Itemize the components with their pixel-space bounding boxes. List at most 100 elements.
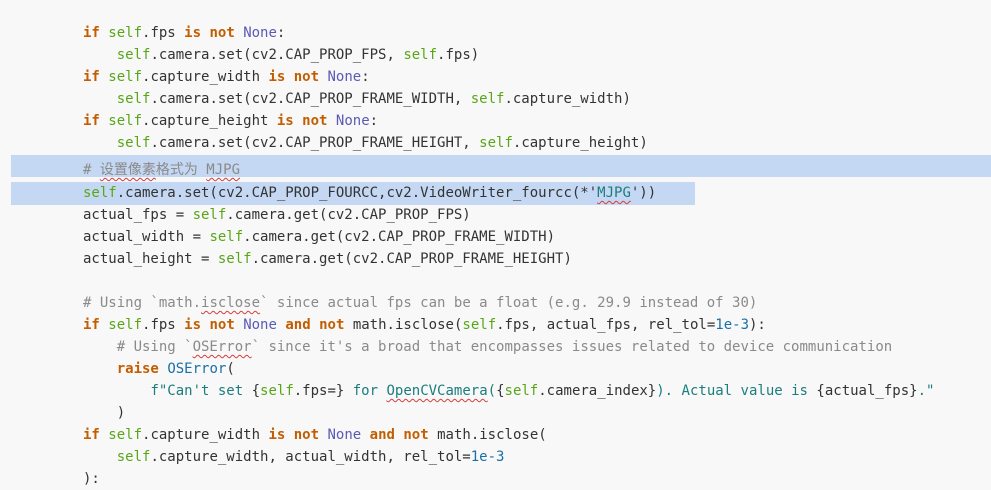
code-token: .fps [142, 317, 185, 333]
code-token: math.isclose( [344, 317, 463, 333]
code-token: for [344, 383, 387, 399]
code-line[interactable]: # Using `math.isclose` since actual fps … [0, 292, 991, 314]
code-token: { [251, 383, 261, 399]
code-token [83, 339, 117, 355]
code-token: 1e-3 [470, 449, 505, 465]
code-token: None [327, 427, 362, 443]
code-token: None [335, 113, 370, 129]
code-token: None [243, 25, 277, 41]
code-token: .camera.get(cv2.CAP_PROP_FPS) [226, 207, 471, 223]
code-token: raise [116, 361, 159, 377]
code-token: is [268, 69, 286, 85]
code-token: : [369, 113, 379, 129]
code-token: .camera.set(cv2.CAP_PROP_FRAME_HEIGHT, [150, 135, 480, 151]
code-token: self [504, 383, 539, 399]
code-token: .capture_width [142, 427, 269, 443]
code-token: None [243, 317, 277, 333]
code-line[interactable]: actual_width = self.camera.get(cv2.CAP_P… [0, 226, 991, 248]
code-line-text: self.camera.set(cv2.CAP_PROP_FRAME_WIDTH… [83, 88, 631, 110]
code-line-text: if self.fps is not None and not math.isc… [83, 314, 766, 336]
code-line-text: # Using `OSError` since it's a broad tha… [83, 336, 892, 358]
code-token [327, 113, 335, 129]
code-token: not [319, 317, 345, 333]
code-token [235, 317, 243, 333]
code-token: actual_height = [83, 251, 218, 267]
code-token: if [83, 317, 100, 333]
code-token: self [470, 91, 505, 107]
code-token: : [361, 69, 370, 85]
code-line[interactable]: self.capture_width, actual_width, rel_to… [0, 446, 991, 468]
code-line[interactable] [0, 270, 991, 292]
code-token: self [116, 47, 151, 63]
code-line[interactable]: self.camera.set(cv2.CAP_PROP_FPS, self.f… [0, 44, 991, 66]
code-token: # Using `math. [83, 295, 202, 311]
code-token: OSError [192, 339, 252, 355]
code-token: .capture_width, actual_width, rel_tol= [150, 449, 471, 465]
code-token: : [276, 25, 286, 41]
code-line-text: self.camera.set(cv2.CAP_PROP_FPS, self.f… [83, 44, 479, 66]
code-token: self [108, 25, 143, 41]
code-token [294, 113, 302, 129]
code-line[interactable]: self.camera.set(cv2.CAP_PROP_FRAME_WIDTH… [0, 88, 991, 110]
code-line-text: if self.capture_width is not None and no… [83, 424, 547, 446]
code-line[interactable]: # 设置像素格式为 MJPG [0, 159, 991, 181]
code-line[interactable]: if self.fps is not None and not math.isc… [0, 314, 991, 336]
code-token [285, 427, 293, 443]
code-token [235, 25, 243, 41]
code-token: .fps) [437, 47, 480, 63]
code-line-text: # Using `math.isclose` since actual fps … [83, 292, 757, 314]
code-token: # Using ` [116, 339, 193, 355]
code-token: .capture_height) [512, 135, 648, 151]
code-line[interactable]: actual_height = self.camera.get(cv2.CAP_… [0, 248, 991, 270]
selection-highlight [11, 182, 695, 205]
code-line[interactable]: actual_fps = self.camera.get(cv2.CAP_PRO… [0, 204, 991, 226]
code-line-text: raise OSError( [83, 358, 235, 380]
code-token: { [496, 383, 505, 399]
code-token [83, 47, 117, 63]
code-token: ')) [630, 185, 657, 201]
code-token: ): [83, 471, 100, 487]
code-token: MJPG [597, 185, 631, 201]
code-line-text: self.camera.set(cv2.CAP_PROP_FOURCC,cv2.… [83, 182, 656, 204]
code-token: . [917, 383, 926, 399]
code-line-text: actual_width = self.camera.get(cv2.CAP_P… [83, 226, 555, 248]
code-token: 1e-3 [715, 317, 749, 333]
code-line[interactable]: # Using `OSError` since it's a broad tha… [0, 336, 991, 358]
code-line[interactable]: if self.capture_width is not None: [0, 66, 991, 88]
code-line[interactable]: f"Can't set {self.fps=} for OpenCVCamera… [0, 380, 991, 402]
code-line[interactable]: if self.capture_height is not None: [0, 110, 991, 132]
code-token: is [276, 113, 294, 129]
code-token: if [83, 25, 100, 41]
code-line-text: self.capture_width, actual_width, rel_to… [83, 446, 505, 468]
code-line[interactable]: ) [0, 402, 991, 424]
code-line-text: ): [83, 468, 100, 490]
code-token: is [184, 25, 202, 41]
code-token: math.isclose( [428, 427, 547, 443]
code-line[interactable]: if self.capture_width is not None and no… [0, 424, 991, 446]
code-token: is [268, 427, 286, 443]
code-line[interactable]: ): [0, 468, 991, 490]
code-token: .camera.set(cv2.CAP_PROP_FRAME_WIDTH, [150, 91, 471, 107]
code-token: self [116, 91, 151, 107]
code-token: .camera.set(cv2.CAP_PROP_FOURCC,cv2.Vide… [116, 185, 598, 201]
code-line[interactable]: self.camera.set(cv2.CAP_PROP_FOURCC,cv2.… [0, 182, 991, 204]
code-line[interactable]: raise OSError( [0, 358, 991, 380]
code-token: self [260, 383, 294, 399]
code-token: ( [226, 361, 235, 377]
code-token: .camera_index} [538, 383, 657, 399]
code-token: and [285, 317, 311, 333]
code-token: .capture_height [142, 113, 277, 129]
code-line-text: ) [83, 402, 125, 424]
code-token [83, 91, 117, 107]
code-line-text: actual_height = self.camera.get(cv2.CAP_… [83, 248, 572, 270]
code-token: if [83, 113, 100, 129]
code-line-text: if self.capture_width is not None: [83, 66, 370, 88]
code-line[interactable]: if self.fps is not None: [0, 22, 991, 44]
code-line[interactable]: self.camera.set(cv2.CAP_PROP_FRAME_HEIGH… [0, 132, 991, 154]
code-token: .fps, actual_fps, rel_tol= [496, 317, 716, 333]
code-token: self [217, 251, 252, 267]
code-token: if [83, 69, 100, 85]
code-line-text: f"Can't set {self.fps=} for OpenCVCamera… [83, 380, 934, 402]
code-token [311, 317, 319, 333]
